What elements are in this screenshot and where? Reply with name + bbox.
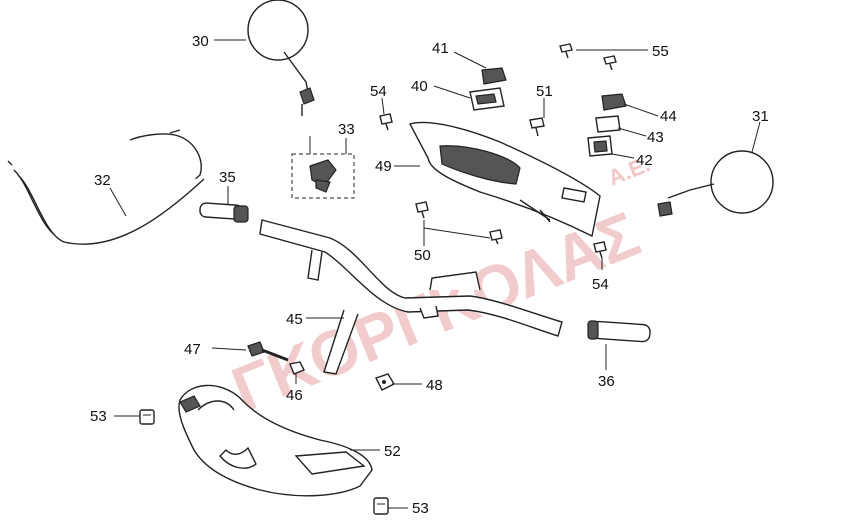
callout-35: 35 [219,169,236,186]
callout-52: 52 [384,443,401,460]
callout-40: 40 [411,78,428,95]
callout-54-top: 54 [370,83,387,100]
part-32-cable [7,129,205,245]
part-51-screw [529,117,545,137]
part-42-switch-plate [587,135,613,157]
part-43-switch-body [595,115,621,133]
part-47-bolt [247,341,289,362]
part-31-right-mirror [657,150,774,217]
callout-31: 31 [752,108,769,125]
callout-50: 50 [414,247,431,264]
callout-labels: 30 41 55 54 40 51 44 31 33 43 32 42 35 4… [90,33,769,517]
callout-41: 41 [432,40,449,57]
callout-51: 51 [536,83,553,100]
callout-36: 36 [598,373,615,390]
part-35-left-grip [199,202,249,223]
part-50-screws [415,201,503,245]
part-44-switch-knob [601,93,627,111]
part-52-lower-cover [178,384,373,497]
callout-32: 32 [94,172,111,189]
part-54b-screw [593,241,607,259]
callout-42: 42 [636,152,653,169]
callout-53-bottom: 53 [412,500,429,517]
callout-48: 48 [426,377,443,394]
callout-53-left: 53 [90,408,107,425]
callout-43: 43 [647,129,664,146]
callout-54-bottom: 54 [592,276,609,293]
callout-44: 44 [660,108,677,125]
part-55-screws [559,43,617,71]
part-36-right-grip [587,320,651,343]
part-30-left-mirror [247,0,315,116]
callout-55: 55 [652,43,669,60]
part-54a-screw [379,113,393,131]
callout-30: 30 [192,33,209,50]
part-49-upper-cover [408,121,601,238]
callout-47: 47 [184,341,201,358]
part-48-clip [375,373,395,391]
part-41-switch-cap [481,67,507,85]
part-33-switch-detail [291,136,355,199]
callout-46: 46 [286,387,303,404]
part-53b-clip [373,497,389,515]
part-45-handlebar [259,219,563,375]
part-40-switch-housing [469,87,505,111]
part-46-nut [289,361,305,375]
callout-45: 45 [286,311,303,328]
part-53a-clip [139,409,155,425]
callout-33: 33 [338,121,355,138]
callout-49: 49 [375,158,392,175]
